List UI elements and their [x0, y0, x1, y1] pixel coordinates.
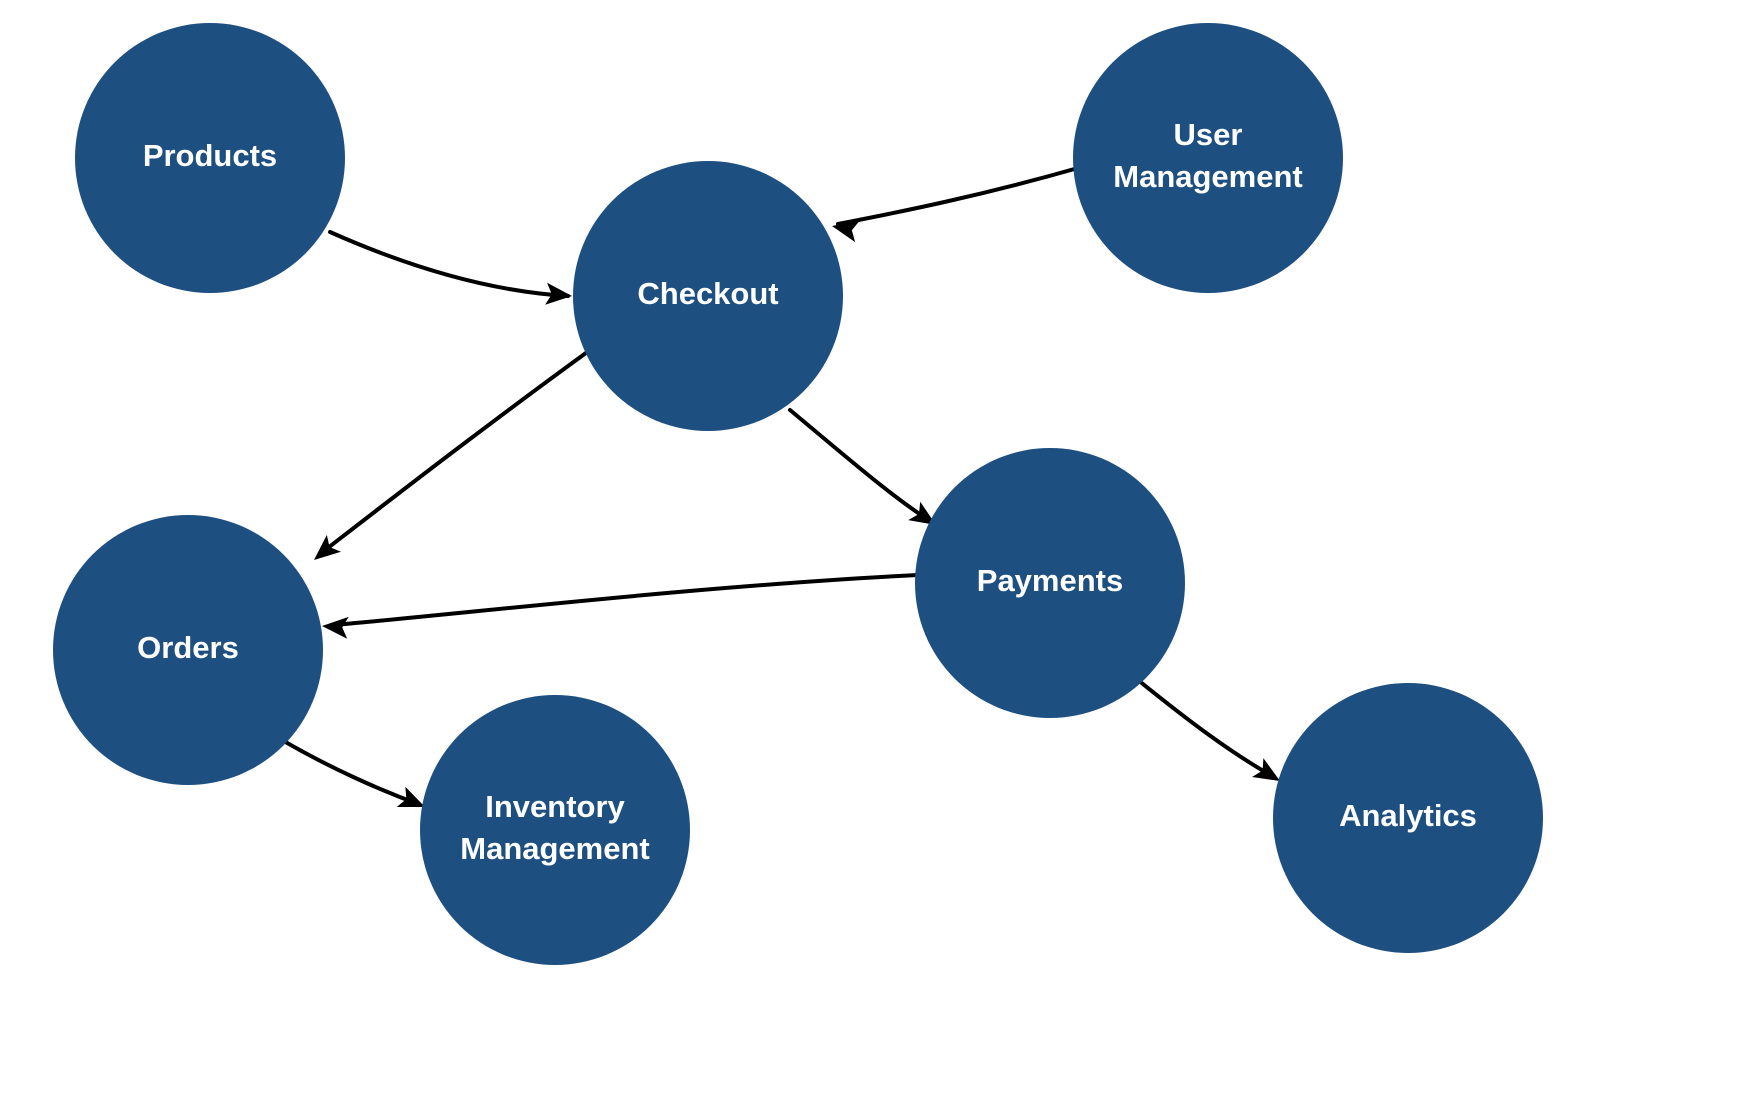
- node-circle-inventory-management[interactable]: [420, 695, 690, 965]
- arrowhead-icon: [314, 534, 341, 560]
- arrowhead-icon: [1252, 758, 1280, 781]
- node-checkout[interactable]: Checkout: [573, 161, 843, 431]
- edge-line: [836, 166, 1080, 226]
- node-payments[interactable]: Payments: [915, 448, 1185, 718]
- node-products[interactable]: Products: [75, 23, 345, 293]
- edge-line: [1136, 678, 1274, 778]
- edge-payments-to-analytics[interactable]: [1136, 678, 1286, 790]
- node-circle-products[interactable]: [75, 23, 345, 293]
- node-circle-orders[interactable]: [53, 515, 323, 785]
- arrowhead-icon: [396, 786, 425, 807]
- edge-products-to-checkout[interactable]: [328, 230, 573, 307]
- edge-user-management-to-checkout[interactable]: [830, 166, 1080, 243]
- edge-checkout-to-payments[interactable]: [788, 408, 942, 534]
- edge-line: [328, 230, 570, 298]
- edge-checkout-to-orders[interactable]: [307, 348, 592, 568]
- node-analytics[interactable]: Analytics: [1273, 683, 1543, 953]
- node-circle-payments[interactable]: [915, 448, 1185, 718]
- node-orders[interactable]: Orders: [53, 515, 323, 785]
- arrowhead-icon: [908, 501, 936, 525]
- arrowhead-icon: [545, 282, 572, 305]
- edge-line: [332, 573, 920, 627]
- edge-line: [788, 408, 932, 523]
- edge-orders-to-inventory-management[interactable]: [280, 738, 429, 817]
- node-circle-checkout[interactable]: [573, 161, 843, 431]
- arrowhead-icon: [832, 220, 860, 243]
- edge-payments-to-orders[interactable]: [321, 573, 920, 639]
- node-circle-user-management[interactable]: [1073, 23, 1343, 293]
- arrowhead-icon: [322, 616, 349, 639]
- edge-line: [280, 738, 420, 806]
- node-circle-analytics[interactable]: [1273, 683, 1543, 953]
- edges-layer: [280, 166, 1286, 817]
- edge-line: [318, 348, 592, 556]
